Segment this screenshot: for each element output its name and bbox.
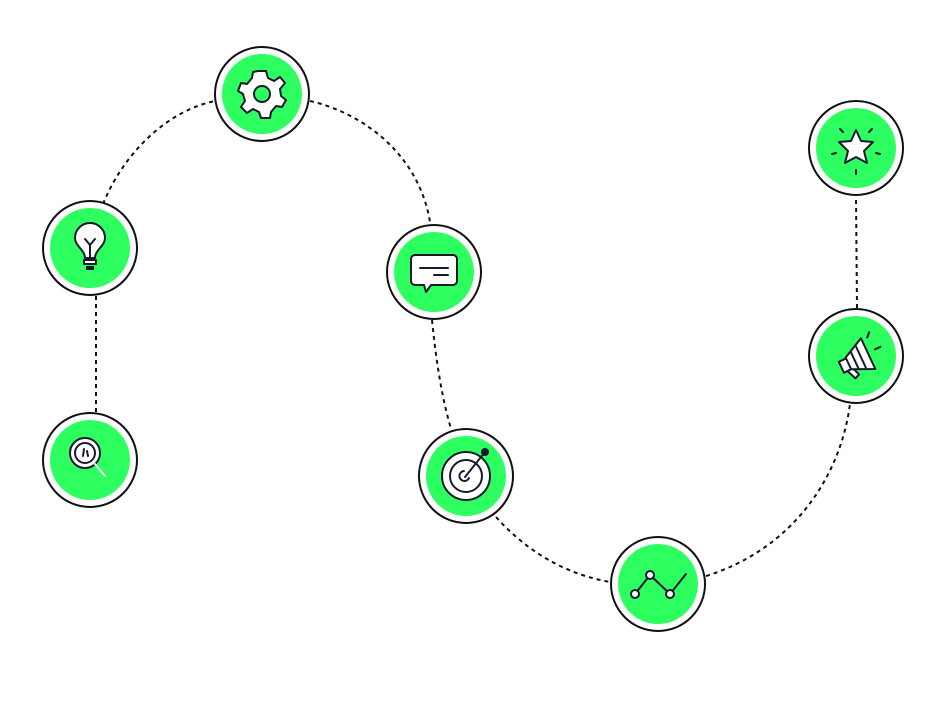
connector-paths [95,100,858,583]
connector-chat-target [431,319,453,433]
node-settings[interactable] [214,46,310,142]
node-idea[interactable] [42,200,138,296]
node-target[interactable] [418,428,514,524]
node-marketing[interactable] [808,308,904,404]
connector-chart-megaphone [705,403,851,577]
node-chat[interactable] [386,224,482,320]
star-icon [831,128,881,175]
lightbulb-icon [74,222,106,270]
magnifier-icon [69,437,106,477]
target-icon [441,448,491,501]
connector-idea-settings [102,100,216,205]
chat-bubble-icon [410,254,458,293]
gear-icon [237,70,287,119]
megaphone-icon [837,331,882,380]
node-success[interactable] [808,100,904,196]
node-growth[interactable] [610,536,706,632]
connector-megaphone-star [855,195,858,309]
connector-target-chart [495,516,611,583]
connector-settings-chat [309,100,431,223]
node-search[interactable] [42,412,138,508]
line-chart-icon [630,570,687,599]
